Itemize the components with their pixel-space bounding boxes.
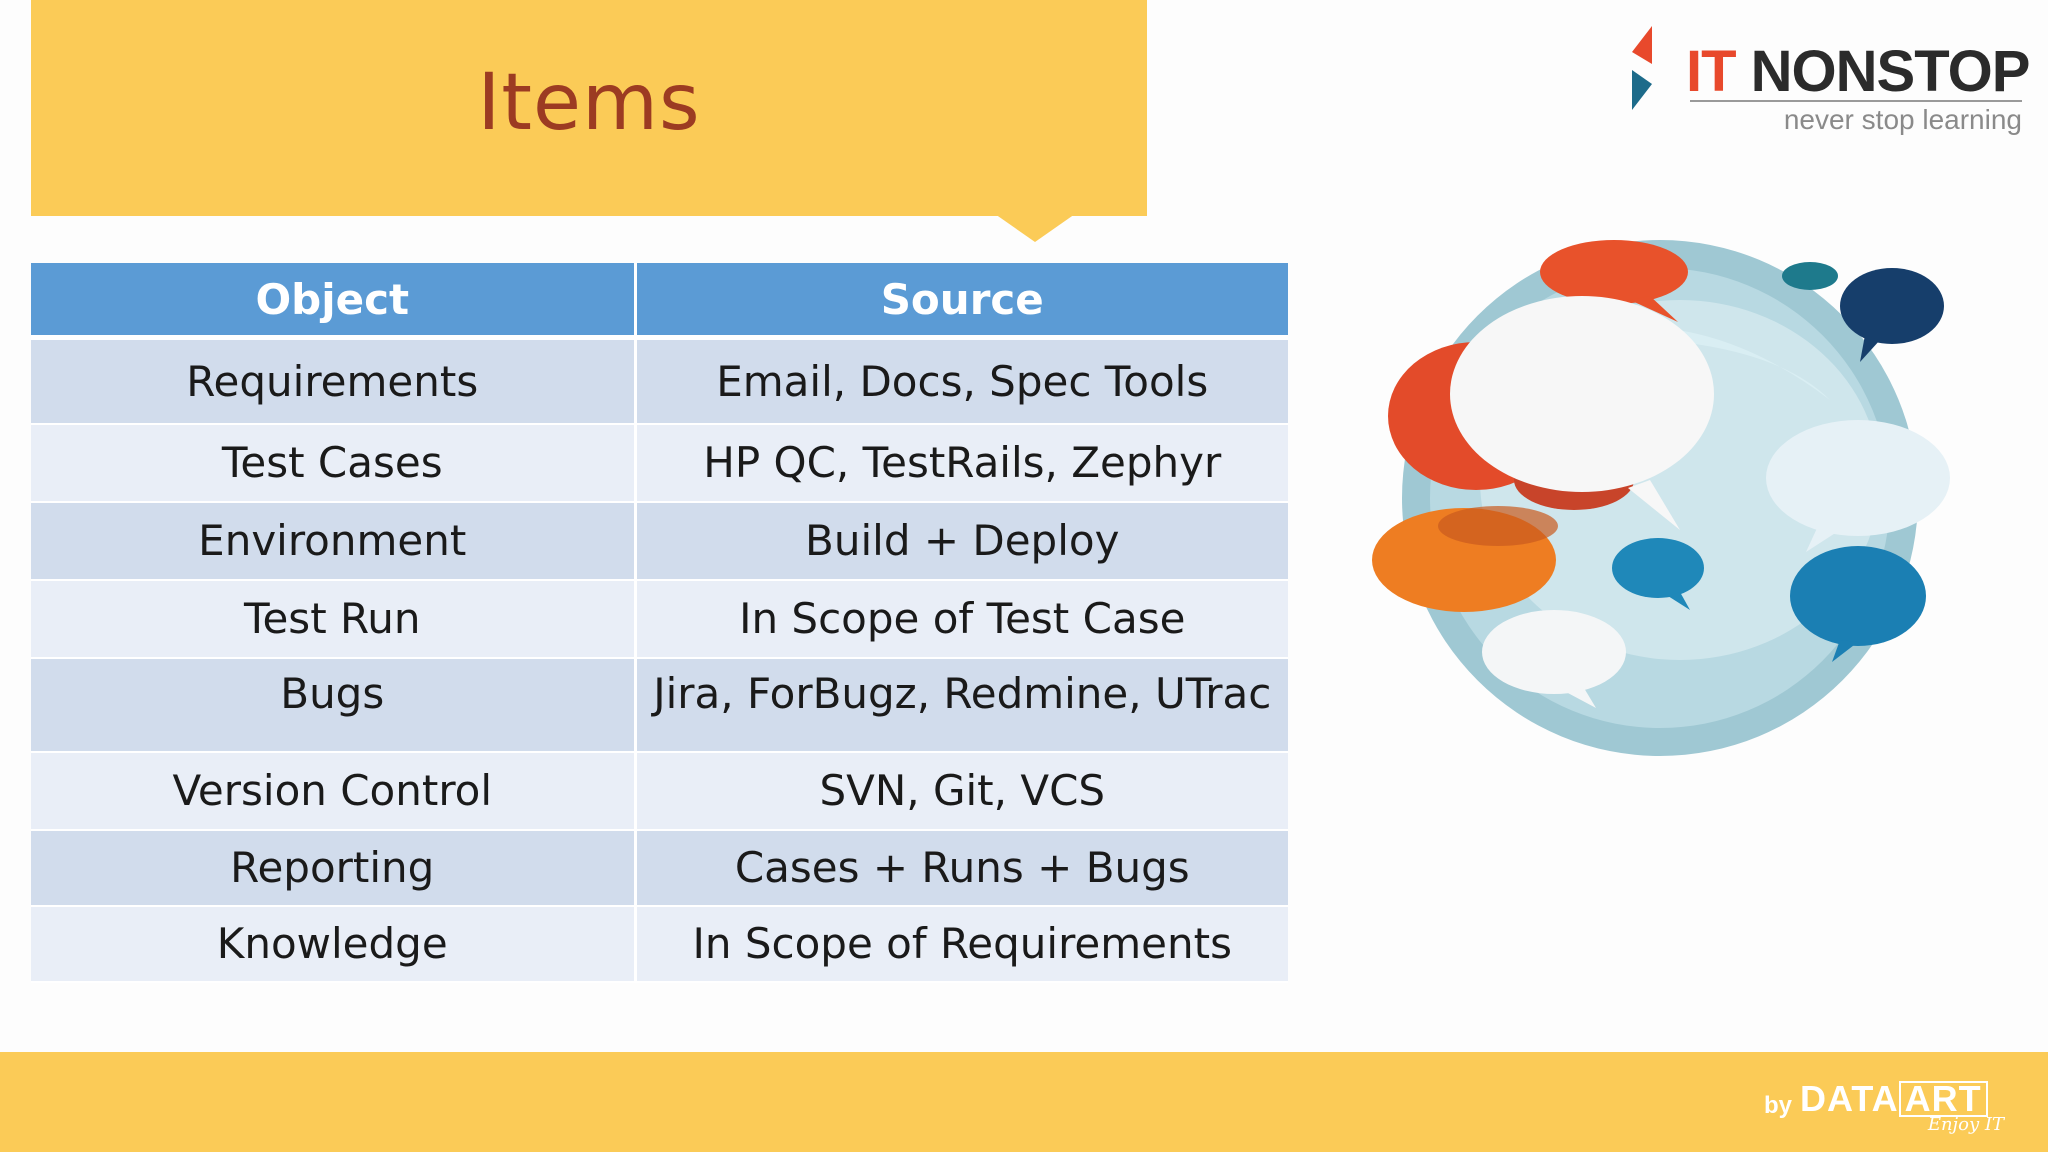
column-header-object: Object	[31, 263, 637, 340]
object-cell: Reporting	[31, 829, 637, 907]
logo-wordmark-prefix: IT	[1686, 39, 1737, 104]
table-row: Knowledge In Scope of Requirements	[31, 905, 1288, 983]
table-row: Test Run In Scope of Test Case	[31, 579, 1288, 659]
logo-wordmark: IT NONSTOP	[1686, 38, 2031, 105]
table-row: Requirements Email, Docs, Spec Tools	[31, 337, 1288, 425]
source-cell: Build + Deploy	[635, 501, 1288, 581]
table-row: Reporting Cases + Runs + Bugs	[31, 829, 1288, 907]
logo-mark-icon	[1632, 26, 1652, 110]
it-nonstop-logo: IT NONSTOP never stop learning	[1628, 26, 2031, 146]
table-row: Environment Build + Deploy	[31, 501, 1288, 581]
footer-by-label: by	[1764, 1092, 1793, 1119]
globe-with-speech-bubbles-icon	[1372, 240, 1950, 756]
source-cell: HP QC, TestRails, Zephyr	[635, 423, 1288, 503]
table-row: Version Control SVN, Git, VCS	[31, 751, 1288, 831]
object-cell: Test Run	[31, 579, 637, 659]
object-cell: Bugs	[31, 657, 637, 753]
logo-wordmark-suffix: NONSTOP	[1735, 39, 2031, 104]
table-row: Bugs Jira, ForBugz, Redmine, UTrac	[31, 657, 1288, 753]
items-table: Object Source Requirements Email, Docs, …	[31, 263, 1288, 983]
title-banner-pointer	[995, 214, 1075, 242]
slide-title: Items	[477, 58, 701, 148]
object-cell: Knowledge	[31, 905, 637, 983]
title-banner	[31, 0, 1147, 216]
column-header-source: Source	[635, 263, 1288, 340]
table-row: Test Cases HP QC, TestRails, Zephyr	[31, 423, 1288, 503]
footer-brand-plain: DATA	[1800, 1078, 1899, 1119]
logo-divider	[1690, 100, 2022, 102]
source-cell: In Scope of Requirements	[635, 905, 1288, 983]
object-cell: Version Control	[31, 751, 637, 831]
source-cell: In Scope of Test Case	[635, 579, 1288, 659]
footer-slogan: Enjoy IT	[1927, 1114, 2004, 1135]
table-header-row: Object Source	[31, 263, 1288, 340]
source-cell: Email, Docs, Spec Tools	[635, 337, 1288, 425]
object-cell: Environment	[31, 501, 637, 581]
footer-brand-boxed: ART	[1898, 1081, 1988, 1117]
source-cell: Jira, ForBugz, Redmine, UTrac	[635, 657, 1288, 753]
object-cell: Test Cases	[31, 423, 637, 503]
source-cell: SVN, Git, VCS	[635, 751, 1288, 831]
footer-band	[0, 1052, 2048, 1152]
logo-tagline: never stop learning	[1783, 104, 2022, 135]
source-cell: Cases + Runs + Bugs	[635, 829, 1288, 907]
object-cell: Requirements	[31, 337, 637, 425]
